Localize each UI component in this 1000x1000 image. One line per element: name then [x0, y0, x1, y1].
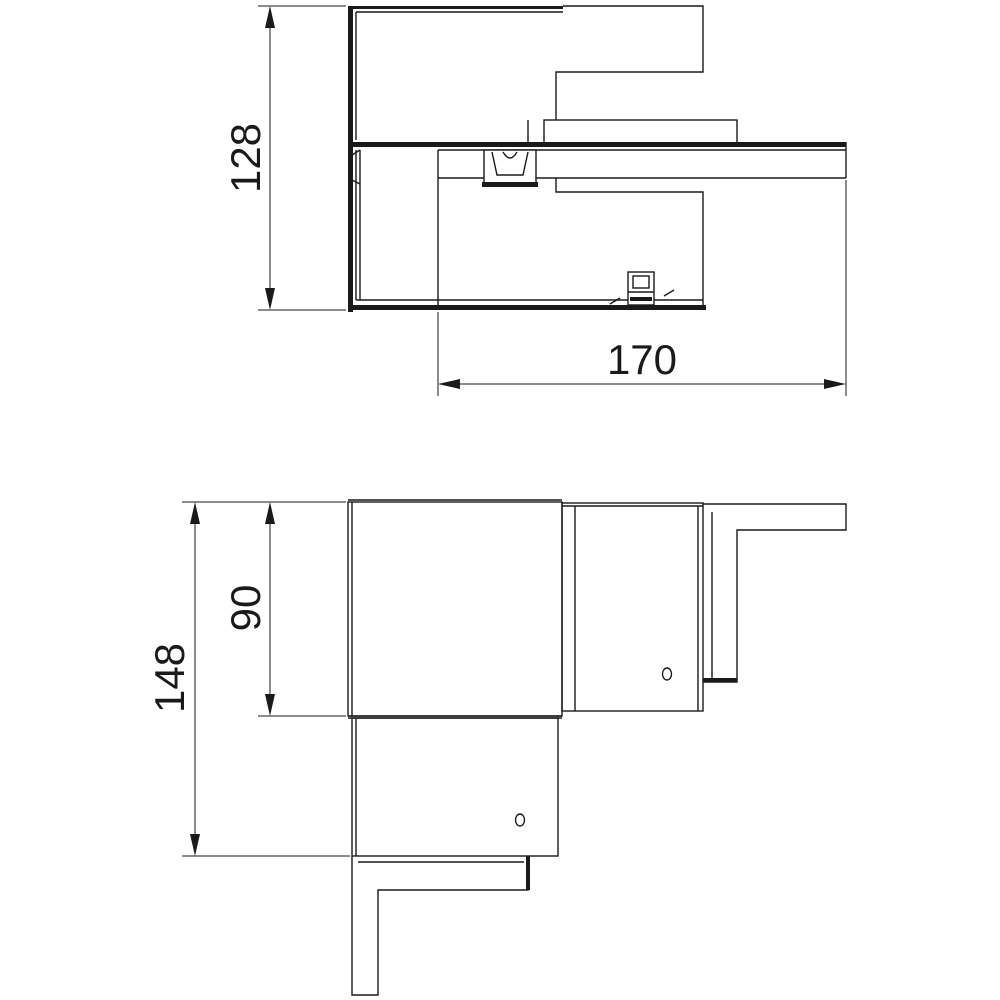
- dimension-170: 170: [437, 180, 847, 396]
- top-view-main-cover: [347, 499, 563, 719]
- front-view-floor: [438, 297, 706, 310]
- top-view-right-arm: [561, 502, 847, 712]
- front-view: 128 170: [222, 5, 847, 396]
- dimension-90: 90: [222, 501, 346, 717]
- front-view-upper-profile: [543, 5, 738, 310]
- dimension-label-170: 170: [607, 336, 677, 383]
- top-view: 90 148: [146, 499, 847, 996]
- clip-detail: [482, 149, 538, 187]
- dimension-label-148: 148: [146, 643, 193, 713]
- latch-detail: [627, 271, 675, 306]
- dimension-label-90: 90: [222, 585, 269, 632]
- front-view-channel: [348, 120, 847, 310]
- dimension-148: 148: [146, 501, 350, 857]
- front-view-left-wall: [348, 6, 563, 312]
- dimension-label-128: 128: [222, 123, 269, 193]
- dimension-128: 128: [222, 5, 346, 311]
- top-view-lower-arm: [351, 717, 559, 996]
